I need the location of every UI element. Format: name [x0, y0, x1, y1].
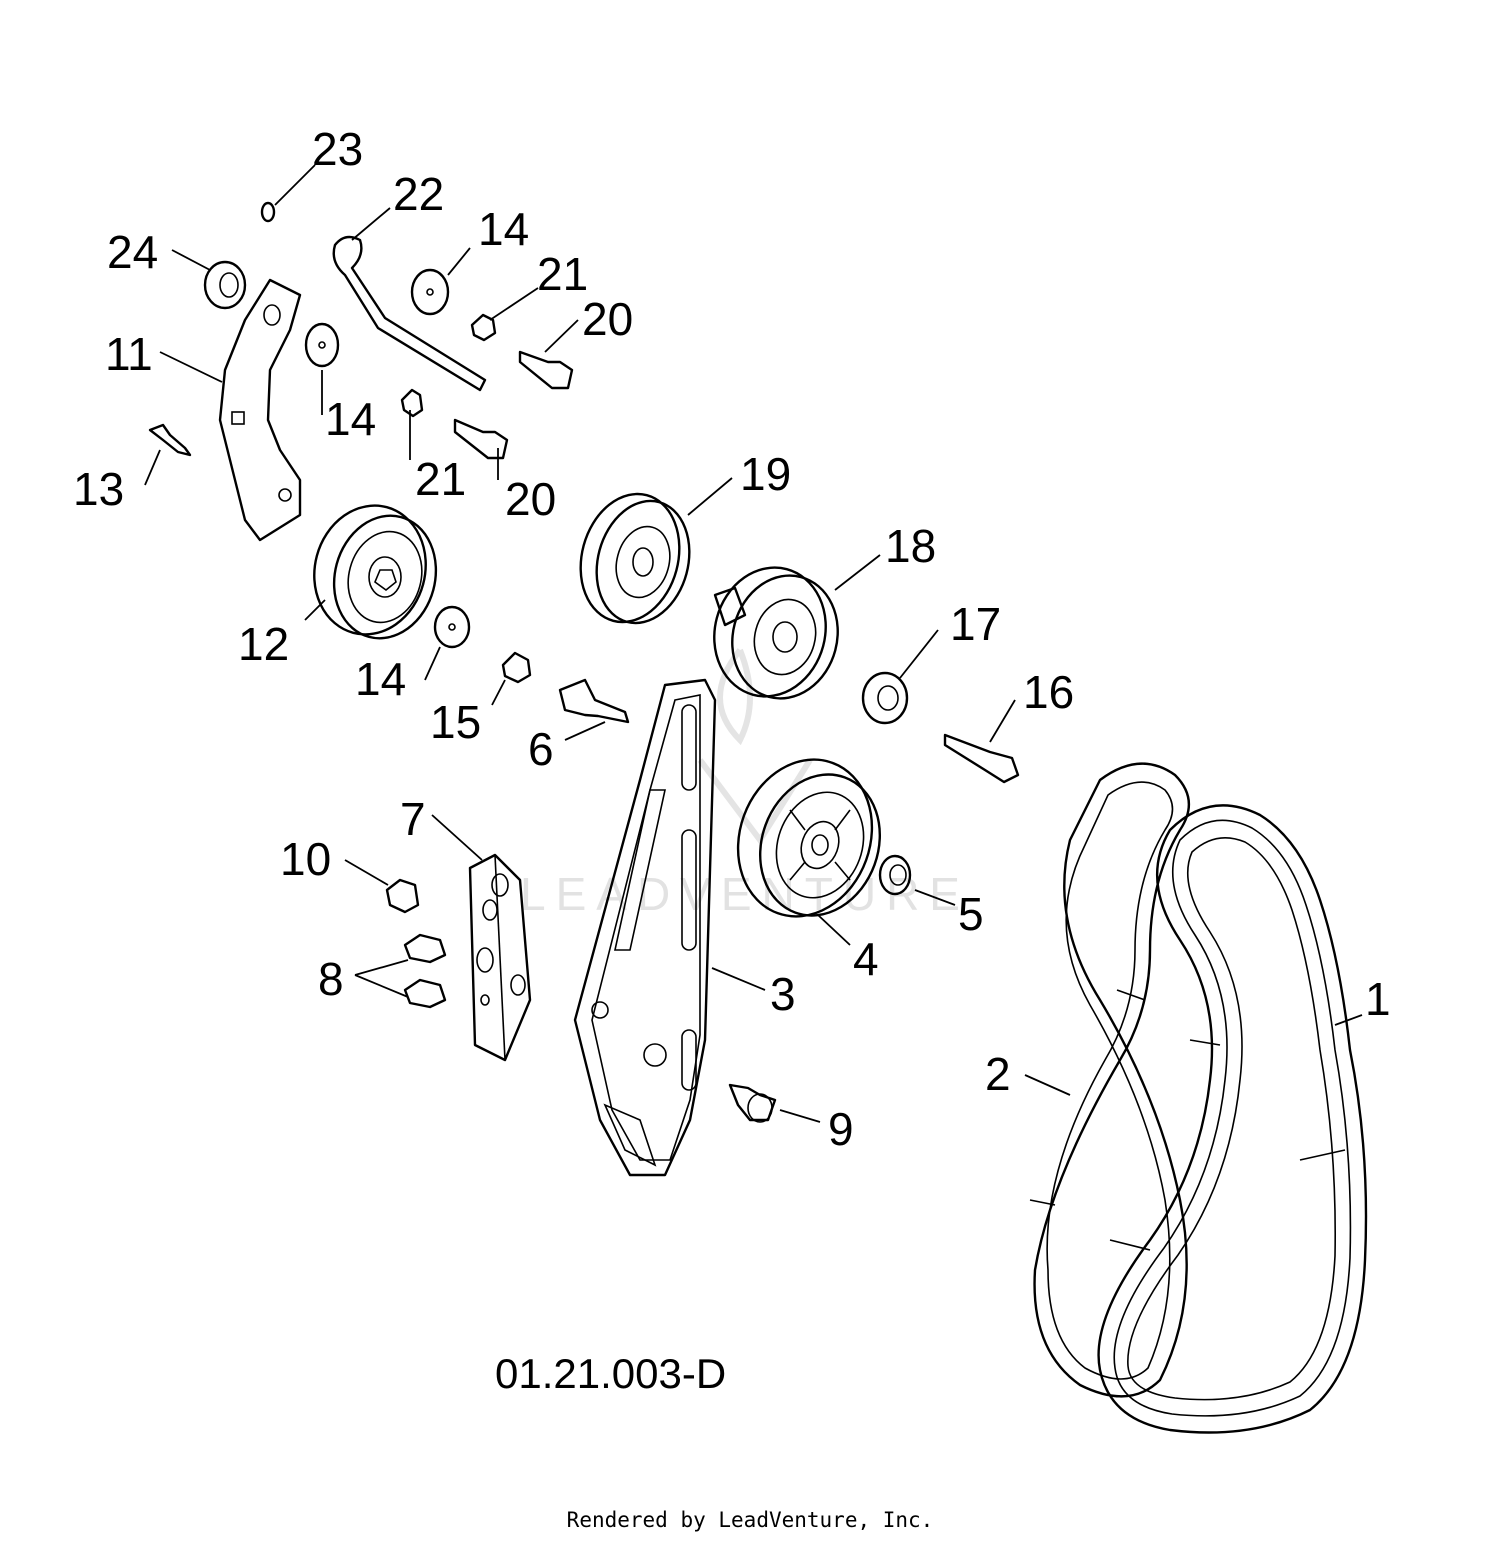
part-10-nut[interactable] — [385, 878, 420, 914]
callout-14-c: 14 — [355, 653, 406, 705]
callout-24: 24 — [107, 226, 158, 278]
part-11-arm[interactable] — [218, 278, 302, 542]
leader-lines — [144, 164, 1363, 1123]
part-14-washer-a[interactable] — [410, 268, 450, 316]
part-1-belt[interactable] — [1097, 804, 1368, 1434]
callout-1: 1 — [1365, 973, 1391, 1025]
callouts: 1 2 3 4 5 6 7 8 9 10 11 12 13 14 14 14 1… — [73, 123, 1391, 1155]
part-12-pulley[interactable] — [300, 493, 449, 650]
callout-20-a: 20 — [582, 293, 633, 345]
watermark-logo — [697, 648, 813, 846]
callout-14-a: 14 — [478, 203, 529, 255]
part-16-bolt[interactable] — [943, 733, 1020, 784]
callout-14-b: 14 — [325, 393, 376, 445]
part-7-plate[interactable] — [468, 853, 532, 1062]
callout-21-a: 21 — [537, 248, 588, 300]
callout-22: 22 — [393, 168, 444, 220]
part-2-belt[interactable] — [1029, 762, 1191, 1398]
render-credit: Rendered by LeadVenture, Inc. — [566, 1508, 934, 1532]
callout-4: 4 — [853, 933, 879, 985]
part-5-nut[interactable] — [878, 854, 912, 896]
callout-10: 10 — [280, 833, 331, 885]
part-23-clip[interactable] — [260, 201, 276, 223]
part-21-nut-a[interactable] — [470, 313, 497, 342]
callout-20-b: 20 — [505, 473, 556, 525]
callout-17: 17 — [950, 598, 1001, 650]
part-15-nut[interactable] — [501, 651, 532, 684]
part-9-bolt[interactable] — [728, 1083, 777, 1123]
callout-9: 9 — [828, 1103, 854, 1155]
callout-18: 18 — [885, 520, 936, 572]
part-14-washer-b[interactable] — [304, 322, 340, 368]
part-3-idler-bracket[interactable] — [573, 678, 717, 1177]
part-4-idler-pulley[interactable] — [717, 741, 900, 936]
callout-16: 16 — [1023, 666, 1074, 718]
diagram-code: 01.21.003-D — [495, 1350, 726, 1397]
part-20-bolt-b[interactable] — [453, 418, 509, 460]
callout-21-b: 21 — [415, 453, 466, 505]
part-19-pulley[interactable] — [567, 483, 703, 634]
callout-11: 11 — [105, 328, 153, 380]
callout-7: 7 — [400, 793, 426, 845]
part-24-bearing[interactable] — [203, 260, 247, 310]
callout-8: 8 — [318, 953, 344, 1005]
callout-19: 19 — [740, 448, 791, 500]
part-22-rod[interactable] — [332, 235, 487, 392]
part-17-spacer[interactable] — [861, 671, 909, 725]
callout-12: 12 — [238, 618, 289, 670]
callout-23: 23 — [312, 123, 363, 175]
callout-2: 2 — [985, 1048, 1011, 1100]
part-8-fasteners[interactable] — [403, 933, 447, 1009]
callout-13: 13 — [73, 463, 124, 515]
callout-6: 6 — [528, 723, 554, 775]
part-20-bolt-a[interactable] — [518, 350, 574, 390]
part-21-nut-b[interactable] — [400, 388, 424, 418]
part-14-washer-c[interactable] — [433, 605, 471, 649]
part-18-pulley[interactable] — [700, 555, 851, 710]
callout-3: 3 — [770, 968, 796, 1020]
part-13-bolt[interactable] — [148, 423, 192, 457]
callout-5: 5 — [958, 888, 984, 940]
watermark-text: LEADVENTURE — [520, 868, 970, 920]
part-6-bolt[interactable] — [558, 678, 630, 724]
callout-15: 15 — [430, 696, 481, 748]
